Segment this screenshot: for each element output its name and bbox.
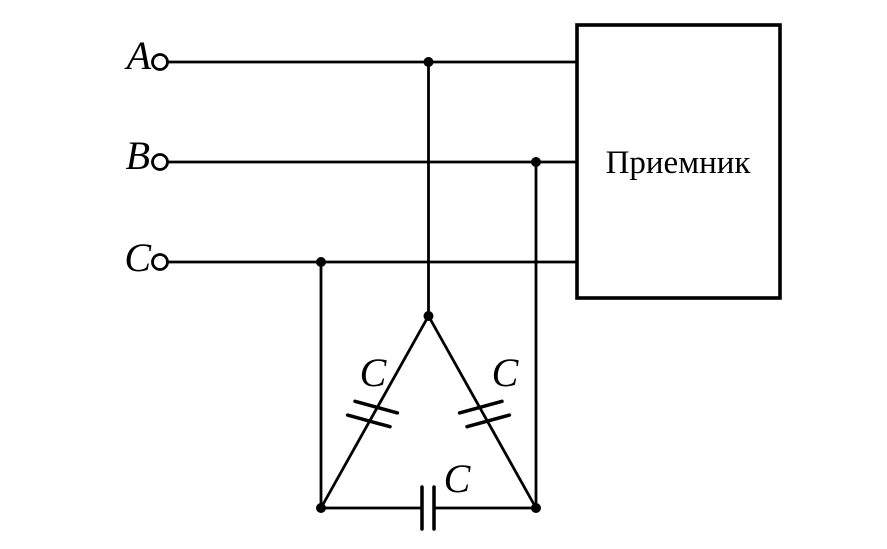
terminal-b-icon xyxy=(151,153,169,171)
capacitor-left-label: C xyxy=(360,350,388,395)
capacitor-plates-group xyxy=(345,399,512,531)
capacitor-bottom xyxy=(420,485,436,531)
capacitor-right-plate-icon xyxy=(457,399,504,415)
capacitor-right-label: C xyxy=(492,350,520,395)
capacitor-right-plate-icon xyxy=(465,413,512,429)
phase-b-label: B xyxy=(126,133,150,178)
junction-dot xyxy=(531,157,541,167)
junction-dot xyxy=(531,503,541,513)
junction-dot xyxy=(316,257,326,267)
junction-dot xyxy=(423,311,434,321)
capacitor-left xyxy=(345,399,400,429)
labels-group: A B C Приемник C C C xyxy=(124,33,752,501)
terminal-a-icon xyxy=(151,53,169,71)
junction-dot xyxy=(423,57,434,67)
junction-dot xyxy=(316,503,326,513)
receiver-box xyxy=(575,23,782,300)
terminal-c-icon xyxy=(151,253,169,271)
receiver-label: Приемник xyxy=(606,145,752,181)
delta-left-side-wire xyxy=(319,314,430,510)
capacitor-left-plate-icon xyxy=(345,413,392,429)
delta-right-side-wire xyxy=(427,314,538,510)
wires-group xyxy=(166,60,579,510)
capacitor-bottom-label: C xyxy=(444,456,472,501)
capacitor-left-plate-icon xyxy=(353,399,400,415)
phase-a-label: A xyxy=(124,33,152,78)
capacitor-right xyxy=(457,399,512,429)
terminals-group xyxy=(151,53,169,271)
junction-dots-group xyxy=(316,57,541,513)
phase-c-label: C xyxy=(124,235,152,280)
